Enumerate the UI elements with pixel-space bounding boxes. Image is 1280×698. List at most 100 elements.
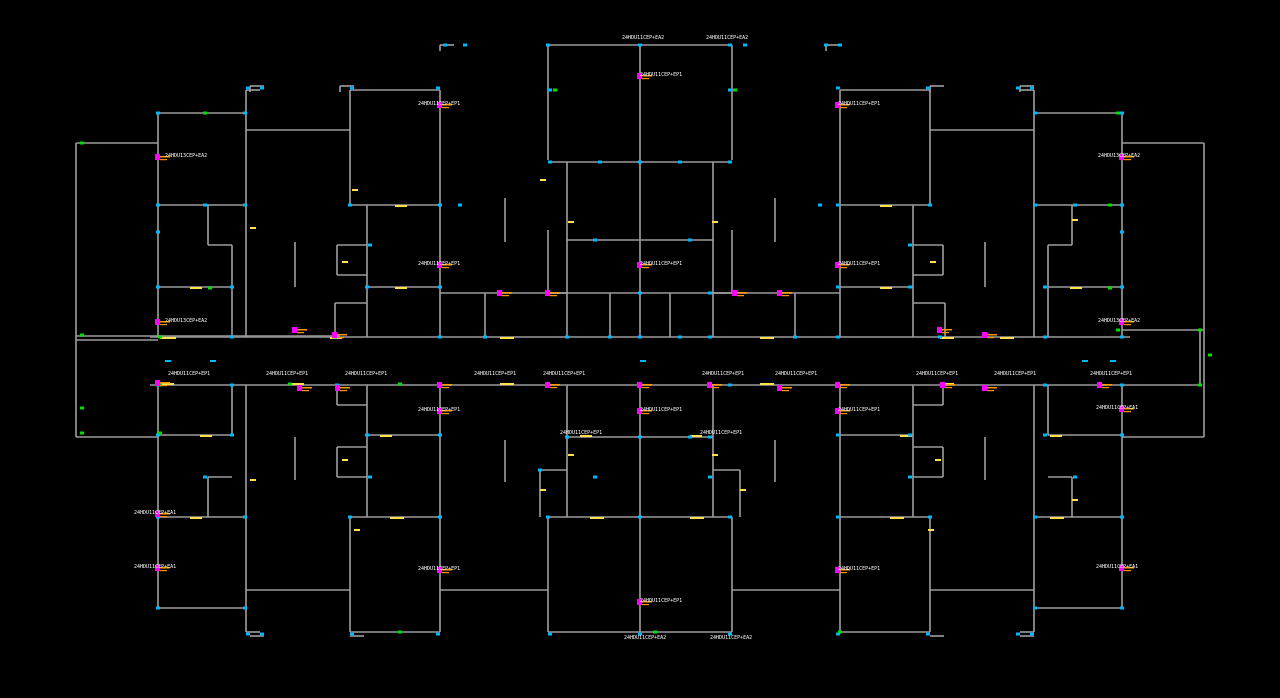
column-node (288, 382, 292, 386)
column-node (638, 435, 642, 439)
dimension-mark (165, 360, 171, 362)
equipment-symbol (937, 327, 942, 333)
tag-ep1-i: 24HDU11CEP+EP1 (418, 566, 460, 572)
column-node (1198, 328, 1202, 332)
column-node (1043, 335, 1047, 339)
column-node (824, 43, 828, 47)
column-node (838, 43, 842, 47)
column-node (243, 111, 247, 115)
equipment-symbol (437, 382, 442, 388)
column-node (1120, 515, 1124, 519)
column-node (1033, 515, 1037, 519)
dimension-mark (1070, 287, 1082, 289)
column-node (836, 515, 840, 519)
equipment-note (160, 159, 167, 161)
column-node (350, 86, 354, 90)
dimension-mark (590, 517, 604, 519)
column-node (203, 203, 207, 207)
equipment-symbol (777, 290, 782, 296)
equipment-symbol (497, 290, 502, 296)
dimension-layer (160, 179, 1116, 531)
dimension-mark (880, 287, 892, 289)
equipment-note (160, 385, 167, 387)
column-node (608, 335, 612, 339)
equipment-leader (1102, 384, 1112, 386)
dimension-mark (1000, 337, 1014, 339)
column-node (80, 431, 84, 435)
dimension-mark (190, 287, 202, 289)
tag-row-12: 24HDU11CEP+EP1 (560, 430, 602, 436)
equipment-note (712, 387, 719, 389)
tag-row-4: 24HDU11CEP+EP1 (474, 371, 516, 377)
equipment-symbol (1119, 565, 1124, 571)
equipment-note (840, 267, 847, 269)
dimension-mark (940, 337, 954, 339)
column-node (546, 43, 550, 47)
column-node (246, 632, 250, 636)
column-node (398, 382, 402, 386)
dimension-mark (880, 205, 892, 207)
tag-top-a: 24HDU11CEP+EA2 (622, 35, 664, 41)
equipment-symbol (777, 385, 782, 391)
tag-left-ea2-low: 24HDU13CEP+EA2 (165, 318, 207, 324)
column-node (230, 383, 234, 387)
column-node (708, 475, 712, 479)
equipment-leader (782, 292, 792, 294)
column-node (368, 243, 372, 247)
equipment-symbol (707, 382, 712, 388)
column-node (836, 335, 840, 339)
column-node (365, 285, 369, 289)
equipment-note (442, 572, 449, 574)
equipment-note (550, 295, 557, 297)
column-node (938, 335, 942, 339)
dimension-mark (540, 179, 546, 181)
dimension-mark (500, 337, 514, 339)
column-node (246, 86, 250, 90)
column-node (350, 632, 354, 636)
equipment-symbol (637, 262, 642, 268)
equipment-symbol (437, 102, 442, 108)
column-node (728, 383, 732, 387)
tag-row-2: 24HDU11CEP+EP1 (266, 371, 308, 377)
equipment-note (550, 387, 557, 389)
tag-right-ea2-low: 24HDU13CEP+EA2 (1098, 318, 1140, 324)
column-node (1016, 86, 1020, 90)
equipment-leader (442, 104, 452, 106)
equipment-leader (1124, 321, 1134, 323)
equipment-note (337, 337, 344, 339)
column-node (463, 43, 467, 47)
tag-left-ea1-low: 24HDU11CEP+EA1 (134, 564, 176, 570)
dimension-mark (190, 517, 202, 519)
column-node (593, 475, 597, 479)
tag-right-ea2-up: 24HDU13CEP+EA2 (1098, 153, 1140, 159)
column-node (156, 230, 160, 234)
column-node (443, 43, 447, 47)
equipment-note (987, 390, 994, 392)
column-node (1016, 632, 1020, 636)
dimension-mark (935, 459, 941, 461)
column-node (546, 515, 550, 519)
tag-mid-up: 24HDU11CEP+EP1 (640, 72, 682, 78)
column-node (158, 335, 162, 339)
tag-ep1-j: 24HDU11CEP+EP1 (838, 566, 880, 572)
equipment-note (340, 390, 347, 392)
column-node (80, 333, 84, 337)
dimension-mark (250, 479, 256, 481)
equipment-symbol (835, 567, 840, 573)
column-node (458, 203, 462, 207)
column-node (243, 515, 247, 519)
column-node (1120, 383, 1124, 387)
equipment-leader (160, 382, 170, 384)
dimension-mark (250, 227, 256, 229)
equipment-note (1124, 324, 1131, 326)
tag-top-b: 24HDU11CEP+EA2 (706, 35, 748, 41)
equipment-leader (160, 321, 170, 323)
column-node (365, 433, 369, 437)
equipment-note (782, 390, 789, 392)
equipment-leader (712, 384, 722, 386)
equipment-symbol (1119, 406, 1124, 412)
column-node (1043, 433, 1047, 437)
dimension-mark (390, 517, 404, 519)
